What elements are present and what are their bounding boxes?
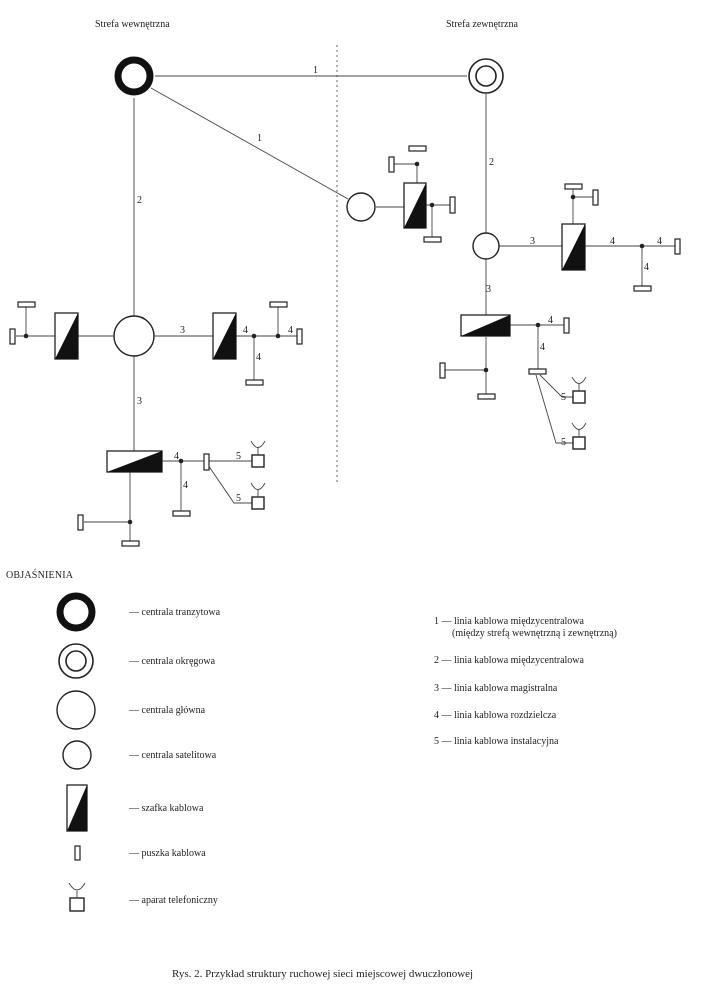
line-label: 3 (137, 396, 142, 407)
line-label: 5 (236, 451, 241, 462)
cable-box (563, 317, 570, 334)
line-label: 3 (486, 284, 491, 295)
legend-line-label: 2 — linia kablowa międzycentralowa (434, 655, 585, 666)
cable-cabinet-bottom-right (460, 314, 511, 337)
junction-dots (23, 161, 645, 525)
legend-line-note: (między strefą wewnętrzną i zewnętrzną) (452, 628, 617, 639)
cable-cabinet-left (54, 312, 79, 360)
transit-exchange-icon (56, 592, 96, 632)
legend-symbol-label: — centrala okręgowa (128, 656, 216, 667)
telephone-set-icon (68, 882, 86, 912)
cable-box (408, 145, 427, 152)
line-label: 5 (561, 392, 566, 403)
legend-symbol-label: — szafka kablowa (128, 803, 204, 814)
cable-box (245, 379, 264, 386)
cable-cabinet-bottom-left (106, 450, 163, 473)
legend-line-label: 1 — linia kablowa międzycentralowa (434, 616, 585, 627)
legend-symbol-label: — puszka kablowa (128, 848, 206, 859)
line-5-bottom-left-b (207, 464, 252, 504)
figure-caption: Rys. 2. Przykład struktury ruchowej siec… (172, 968, 473, 980)
cable-box (17, 301, 36, 308)
legend-symbol-label: — centrala satelitowa (128, 750, 217, 761)
line-label: 4 (610, 236, 615, 247)
cable-box (439, 362, 446, 379)
line-label: 4 (243, 325, 248, 336)
cable-boxes (9, 145, 681, 547)
line-label: 4 (183, 480, 188, 491)
legend-line-label: 5 — linia kablowa instalacyjna (434, 736, 559, 747)
cable-box (77, 514, 84, 531)
line-label: 4 (288, 325, 293, 336)
cable-box (9, 328, 16, 345)
cable-box (388, 156, 395, 173)
line-label: 4 (657, 236, 662, 247)
cable-cabinet-right (561, 223, 586, 271)
telephone-set (250, 440, 266, 468)
line-label: 4 (256, 352, 261, 363)
legend-header: OBJAŚNIENIA (6, 569, 74, 581)
cable-box (477, 393, 496, 400)
satellite-exchange-right (472, 232, 500, 260)
cable-box (172, 510, 191, 517)
cable-box (269, 301, 288, 308)
line-label: 4 (540, 342, 545, 353)
main-exchange-icon (56, 690, 96, 730)
main-exchange-left (113, 315, 155, 357)
line-label: 2 (137, 195, 142, 206)
line-label: 1 (257, 133, 262, 144)
cable-box (423, 236, 442, 243)
satellite-exchange-left (346, 192, 376, 222)
line-label: 5 (236, 493, 241, 504)
cable-box (203, 453, 210, 471)
cable-box (296, 328, 303, 345)
satellite-exchange-icon (62, 740, 92, 770)
line-label: 3 (180, 325, 185, 336)
line-label: 4 (644, 262, 649, 273)
line-label: 4 (174, 451, 179, 462)
zone-inner-label: Strefa wewnętrzna (95, 19, 170, 30)
district-exchange-icon (58, 643, 94, 679)
legend-symbol-label: — aparat telefoniczny (128, 895, 218, 906)
line-5-right-a (539, 374, 573, 398)
line-label: 5 (561, 437, 566, 448)
legend-line-label: 4 — linia kablowa rozdzielcza (434, 710, 557, 721)
cable-box (564, 183, 583, 190)
cable-box (674, 238, 681, 255)
district-exchange (468, 58, 504, 94)
line-1-diagonal (150, 87, 349, 200)
line-label: 2 (489, 157, 494, 168)
cable-box (121, 540, 140, 547)
legend-line-label: 3 — linia kablowa magistralna (434, 683, 558, 694)
cable-box (592, 189, 599, 206)
line-label: 1 (313, 65, 318, 76)
line-label: 4 (548, 315, 553, 326)
telephone-set (250, 482, 266, 510)
cable-cabinet-satellite (403, 182, 427, 229)
cable-box (528, 368, 547, 375)
cable-box (449, 196, 456, 214)
legend-symbol-label: — centrala główna (128, 705, 206, 716)
cable-box-icon (74, 845, 81, 861)
telephone-set (571, 376, 587, 404)
cable-cabinet-middle (212, 312, 237, 360)
cable-box (633, 285, 652, 292)
transit-exchange (114, 56, 154, 96)
line-5-right-b (535, 374, 573, 444)
zone-outer-label: Strefa zewnętrzna (446, 19, 518, 30)
legend-symbol-label: — centrala tranzytowa (128, 607, 221, 618)
line-label: 3 (530, 236, 535, 247)
telephone-set (571, 422, 587, 450)
cable-cabinet-icon (66, 784, 88, 832)
